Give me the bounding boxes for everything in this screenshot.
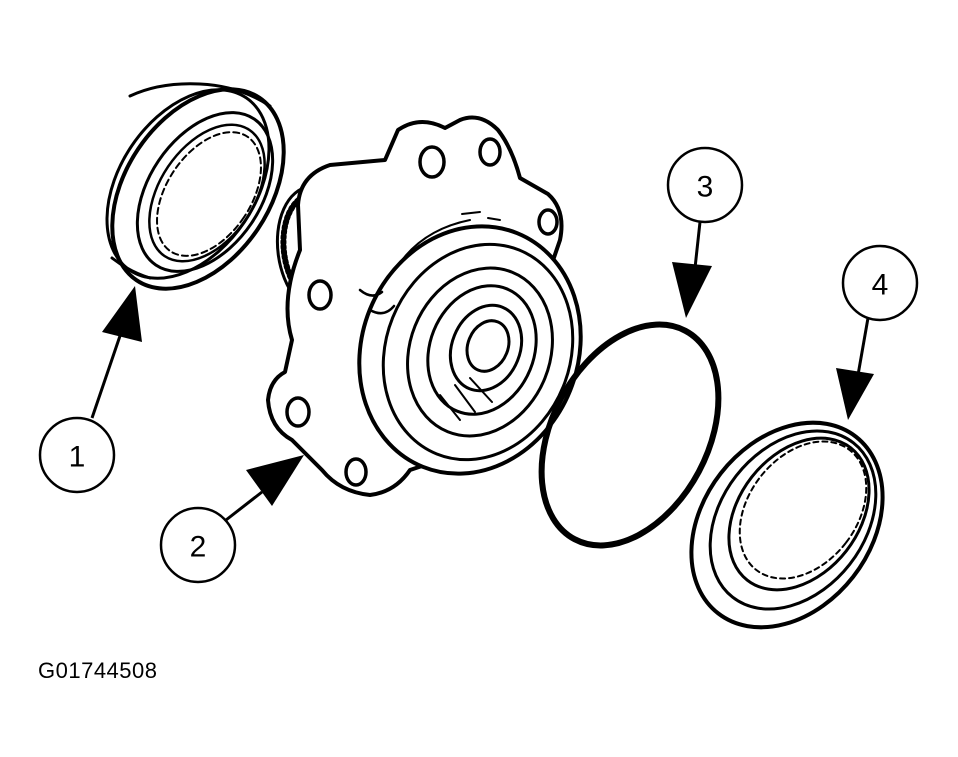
callout-3-label: 3 <box>697 171 714 204</box>
part-1-oil-seal <box>105 82 286 291</box>
callout-2-label: 2 <box>190 531 207 564</box>
callout-2: 2 <box>159 455 304 584</box>
part-4-bearing-race <box>689 420 885 630</box>
callout-1-leader <box>90 329 124 419</box>
callout-1: 1 <box>38 286 142 494</box>
callout-2-leader <box>225 490 263 522</box>
callout-2-circle <box>159 506 237 584</box>
callout-4: 4 <box>836 244 919 420</box>
figure-id-label: G01744508 <box>38 658 158 683</box>
part-2-hub-housing <box>266 115 583 497</box>
callout-1-arrowhead <box>102 286 142 342</box>
callout-3-circle <box>666 146 744 224</box>
callout-3-leader <box>693 221 702 269</box>
callout-2-arrowhead <box>246 455 304 506</box>
callout-4-arrowhead <box>836 368 874 420</box>
callout-3-arrowhead <box>672 262 712 318</box>
part-3-o-ring <box>538 321 722 549</box>
callout-1-label: 1 <box>69 441 86 474</box>
callout-4-leader <box>856 317 870 376</box>
callout-3: 3 <box>666 146 744 318</box>
callout-4-label: 4 <box>872 269 889 302</box>
callout-4-circle <box>841 244 919 322</box>
callout-1-circle <box>38 416 116 494</box>
